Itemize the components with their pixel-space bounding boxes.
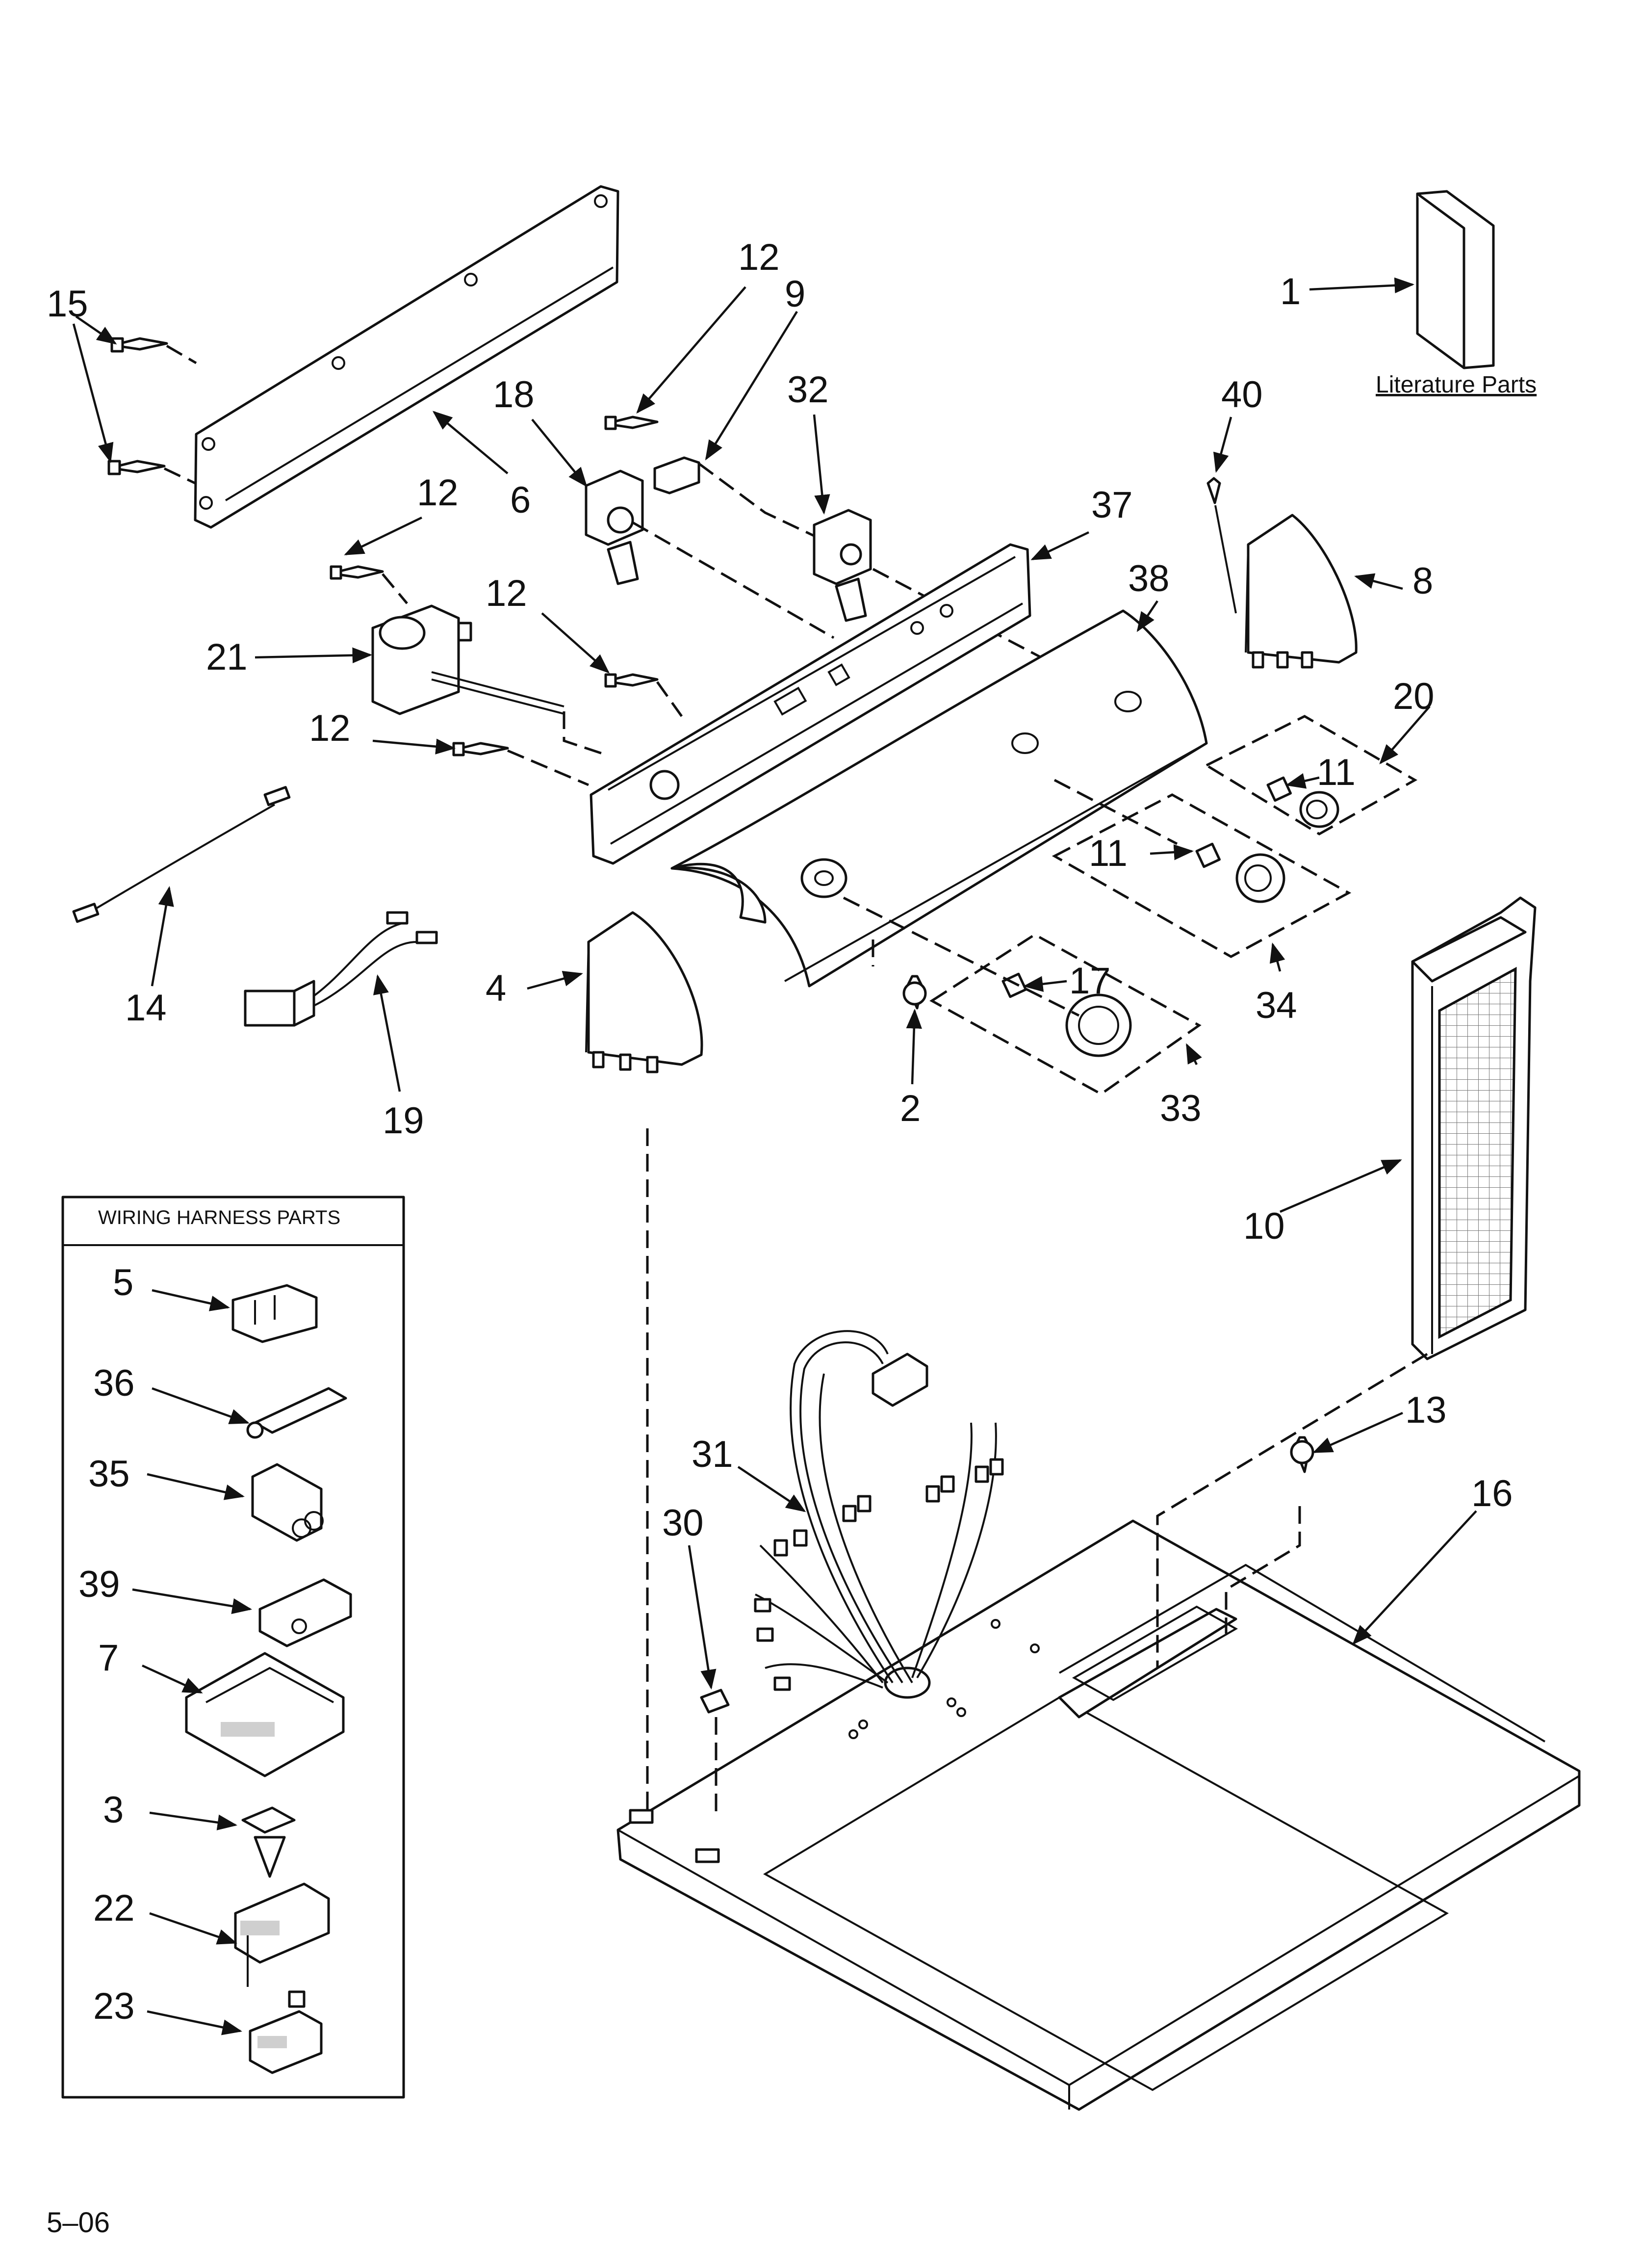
knob-group-34-part: [1052, 779, 1352, 958]
right-end-cap-part: [1206, 477, 1358, 669]
label-8: 8: [1412, 560, 1433, 602]
label-3: 3: [103, 1789, 124, 1831]
label-20: 20: [1393, 676, 1435, 717]
screw-part-13: [1156, 1353, 1428, 1668]
label-4: 4: [486, 967, 506, 1009]
label-39: 39: [78, 1564, 120, 1605]
literature-parts-caption: Literature Parts: [1376, 372, 1537, 398]
label-17: 17: [1069, 960, 1111, 1002]
wiring-harness-part: [754, 1330, 1004, 1691]
label-12d: 12: [309, 707, 351, 749]
label-12c: 12: [486, 573, 527, 614]
label-18: 18: [493, 374, 535, 416]
label-7: 7: [98, 1637, 119, 1679]
label-12a: 12: [738, 236, 780, 278]
label-23: 23: [93, 1985, 135, 2027]
lint-screen-part: [1411, 896, 1537, 1360]
wire-part-14: [72, 786, 291, 923]
label-11b: 11: [1089, 833, 1128, 874]
label-19: 19: [383, 1100, 424, 1142]
dryer-top-part: [616, 1519, 1581, 2111]
label-30: 30: [662, 1502, 704, 1544]
label-5: 5: [113, 1262, 133, 1303]
label-1: 1: [1280, 271, 1301, 313]
label-11a: 11: [1317, 752, 1356, 793]
console-panel-part: [670, 609, 1208, 988]
label-9: 9: [785, 273, 805, 315]
label-2: 2: [900, 1088, 921, 1129]
screws-part-12: [330, 416, 683, 786]
timer-part: [371, 604, 609, 757]
label-31: 31: [692, 1434, 733, 1475]
clip-part-30: [700, 1689, 730, 1815]
wiring-harness-box-title: WIRING HARNESS PARTS: [98, 1207, 340, 1228]
label-37: 37: [1091, 484, 1133, 526]
console-bracket-part: [590, 543, 1031, 865]
knob-group-33-part: [843, 896, 1202, 1095]
left-end-cap-part: [585, 911, 703, 1835]
label-14: 14: [125, 987, 167, 1029]
label-10: 10: [1243, 1205, 1285, 1247]
rear-panel-part: [194, 185, 619, 529]
label-13: 13: [1405, 1389, 1447, 1431]
switch-part-9: [653, 456, 854, 556]
selector-switch-part: [585, 469, 835, 639]
label-12b: 12: [417, 472, 459, 514]
leader-arrows: [72, 277, 1477, 2035]
label-34: 34: [1256, 985, 1297, 1026]
label-21: 21: [206, 636, 248, 678]
wiring-harness-parts-box: [61, 1196, 405, 2099]
label-36: 36: [93, 1362, 135, 1404]
label-22: 22: [93, 1887, 135, 1929]
literature-part: [1416, 190, 1495, 369]
revision-code: 5–06: [47, 2207, 110, 2239]
switch-part-32: [813, 509, 1070, 674]
callout-labels: 1 2 3 4 5 6 7 8 9 10 11 11 12 12 12 12 1…: [47, 236, 1537, 2239]
label-6: 6: [510, 479, 531, 521]
wire-part-19: [244, 911, 438, 1027]
console-screw-part: [872, 939, 927, 1010]
knob-group-20-part: [1204, 715, 1418, 835]
rear-panel-screws-part: [107, 337, 197, 485]
label-35: 35: [88, 1453, 130, 1495]
label-15: 15: [47, 283, 88, 325]
label-33: 33: [1160, 1088, 1202, 1129]
label-32: 32: [787, 369, 829, 411]
label-16: 16: [1471, 1473, 1513, 1514]
label-40: 40: [1221, 374, 1263, 416]
label-38: 38: [1128, 558, 1170, 600]
